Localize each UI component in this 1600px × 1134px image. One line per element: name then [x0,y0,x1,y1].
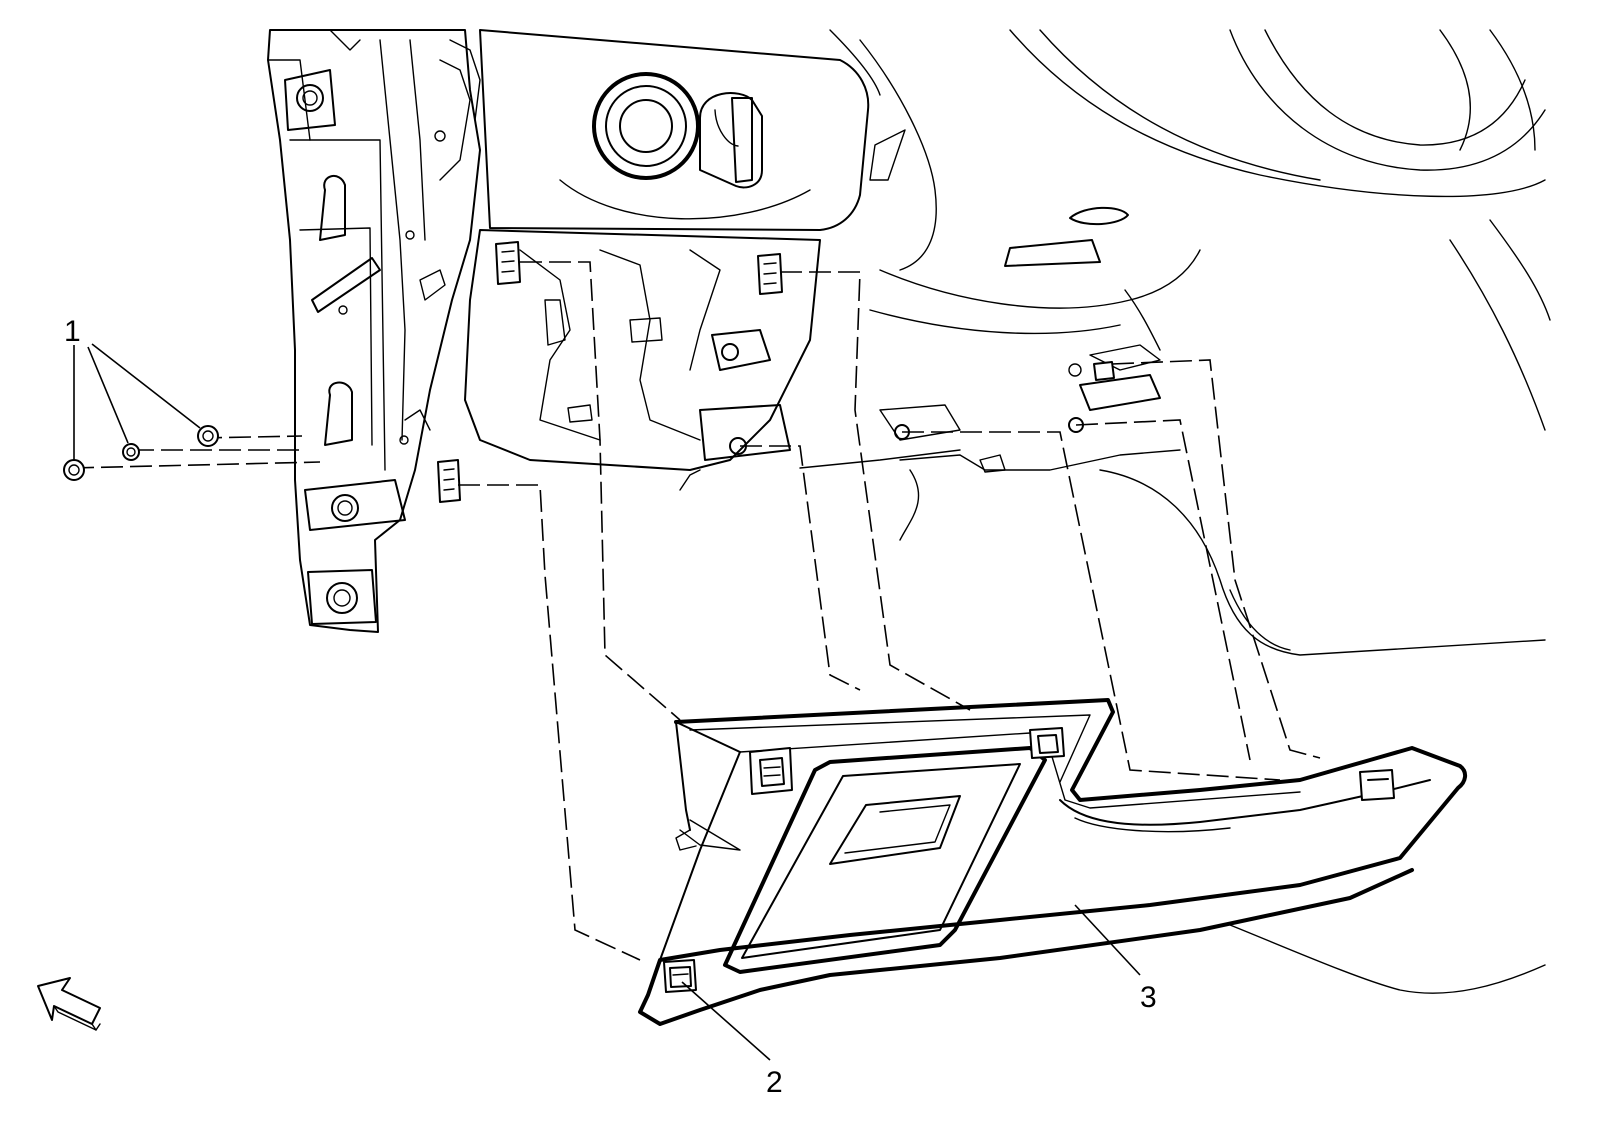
nut-icon [63,459,85,481]
callout-leaders [73,343,1141,1061]
dash-clip-receptacles [437,241,1115,503]
knee-bolster-panel [638,698,1467,1026]
callout-label-1: 1 [64,315,81,348]
callout-label-3: 3 [1140,981,1157,1014]
nuts [63,425,219,481]
view-direction-arrow-icon [37,977,101,1031]
callout-labels: 1 2 3 [64,315,1157,1099]
steering-column-area [479,29,1551,431]
mounting-bracket [267,29,481,633]
nut-icon [197,425,219,447]
callout-label-2: 2 [766,1066,783,1099]
nut-icon [122,443,140,461]
knee-bolster-support [464,229,1546,994]
